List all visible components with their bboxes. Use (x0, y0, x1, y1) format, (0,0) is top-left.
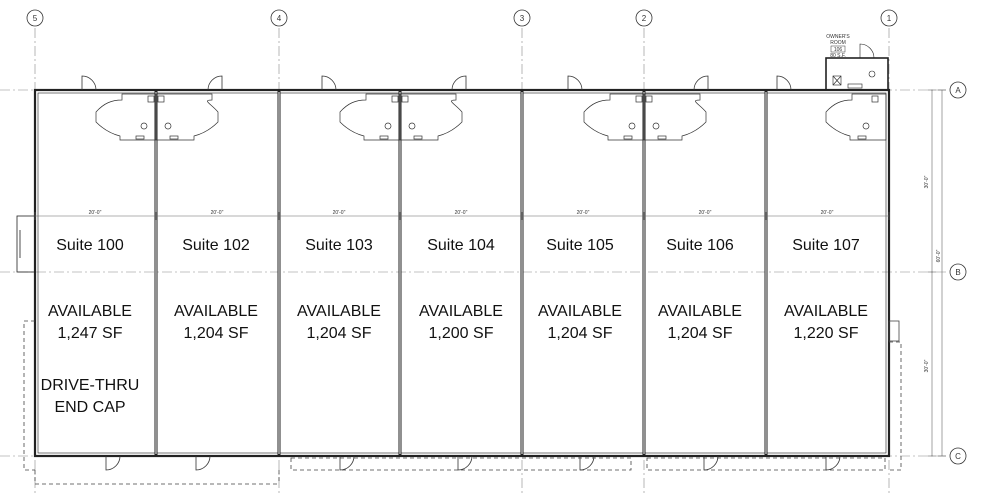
dim-suite-100: 20'-0" (89, 210, 102, 216)
suite-106-area: 1,204 SF (668, 325, 733, 342)
left-vestibule (16, 215, 36, 273)
suite-107-status: AVAILABLE (784, 303, 868, 320)
suite-dimension-line (34, 212, 890, 220)
dim-suite-106: 20'-0" (699, 210, 712, 216)
demising-walls (154, 90, 768, 456)
suite-102-area: 1,204 SF (184, 325, 249, 342)
suite-100-area: 1,247 SF (58, 325, 123, 342)
suite-102-status: AVAILABLE (174, 303, 258, 320)
suite-105-status: AVAILABLE (538, 303, 622, 320)
front-doors (105, 455, 841, 471)
grid-column-1-label: 1 (887, 14, 892, 23)
grid-row-b: B (949, 263, 967, 281)
east-wing-details (888, 320, 902, 471)
grid-column-1: 1 (880, 9, 898, 27)
owners-room-label-1: OWNER'S (826, 34, 850, 40)
suite-102-name: Suite 102 (182, 237, 250, 254)
suite-105-name: Suite 105 (546, 237, 614, 254)
suite-105-area: 1,204 SF (548, 325, 613, 342)
grid-column-4: 4 (270, 9, 288, 27)
suite-100-note-2: END CAP (54, 399, 125, 416)
restroom-core-4 (825, 93, 887, 141)
grid-row-a: A (949, 81, 967, 99)
suite-107: Suite 107 AVAILABLE 1,220 SF (784, 237, 868, 342)
suite-100: Suite 100 AVAILABLE 1,247 SF DRIVE-THRU … (41, 237, 140, 416)
suite-100-status: AVAILABLE (48, 303, 132, 320)
owners-room-area: 80 S.F. (830, 53, 846, 59)
suite-104-area: 1,200 SF (429, 325, 494, 342)
suite-106-status: AVAILABLE (658, 303, 742, 320)
suite-103-name: Suite 103 (305, 237, 373, 254)
owners-room (825, 43, 889, 91)
grid-column-3-label: 3 (520, 14, 525, 23)
grid-column-5: 5 (26, 9, 44, 27)
suite-105: Suite 105 AVAILABLE 1,204 SF (538, 237, 622, 342)
restroom-core-1 (95, 93, 219, 141)
suite-106-name: Suite 106 (666, 237, 734, 254)
dim-overall-depth: 60'-0" (936, 249, 942, 262)
grid-row-c: C (949, 447, 967, 465)
grid-row-b-label: B (955, 268, 960, 277)
grid-row-a-label: A (955, 86, 961, 95)
dim-suite-104: 20'-0" (455, 210, 468, 216)
suite-100-name: Suite 100 (56, 237, 124, 254)
grid-row-c-label: C (955, 452, 961, 461)
owners-room-number: 106 (834, 47, 843, 53)
dim-suite-107: 20'-0" (821, 210, 834, 216)
restroom-core-3 (583, 93, 707, 141)
grid-column-2-label: 2 (642, 14, 647, 23)
suite-103-status: AVAILABLE (297, 303, 381, 320)
rear-doors (81, 75, 792, 91)
grid-column-5-label: 5 (33, 14, 38, 23)
dim-bottom-depth: 30'-0" (924, 359, 930, 372)
grid-column-4-label: 4 (277, 14, 282, 23)
dim-suite-103: 20'-0" (333, 210, 346, 216)
dim-top-depth: 30'-0" (924, 175, 930, 188)
building-shell (33, 88, 891, 458)
storefront-dashed (290, 457, 886, 471)
dim-suite-105: 20'-0" (577, 210, 590, 216)
restroom-core-2 (339, 93, 463, 141)
suite-106: Suite 106 AVAILABLE 1,204 SF (658, 237, 742, 342)
grid-lines (0, 28, 948, 495)
suite-104-name: Suite 104 (427, 237, 495, 254)
suite-102: Suite 102 AVAILABLE 1,204 SF (174, 237, 258, 342)
suite-103-area: 1,204 SF (307, 325, 372, 342)
owners-room-label-2: ROOM (830, 40, 846, 46)
suite-104: Suite 104 AVAILABLE 1,200 SF (419, 237, 503, 342)
suite-107-area: 1,220 SF (794, 325, 859, 342)
dim-suite-102: 20'-0" (211, 210, 224, 216)
drive-thru-canopy (23, 320, 280, 485)
suite-100-note-1: DRIVE-THRU (41, 377, 140, 394)
suite-107-name: Suite 107 (792, 237, 860, 254)
suite-103: Suite 103 AVAILABLE 1,204 SF (297, 237, 381, 342)
demising-wall-inner (155, 92, 767, 454)
owners-room-tag (830, 45, 846, 53)
grid-column-2: 2 (635, 9, 653, 27)
vertical-dimension-line (928, 89, 946, 457)
suite-104-status: AVAILABLE (419, 303, 503, 320)
grid-column-3: 3 (513, 9, 531, 27)
